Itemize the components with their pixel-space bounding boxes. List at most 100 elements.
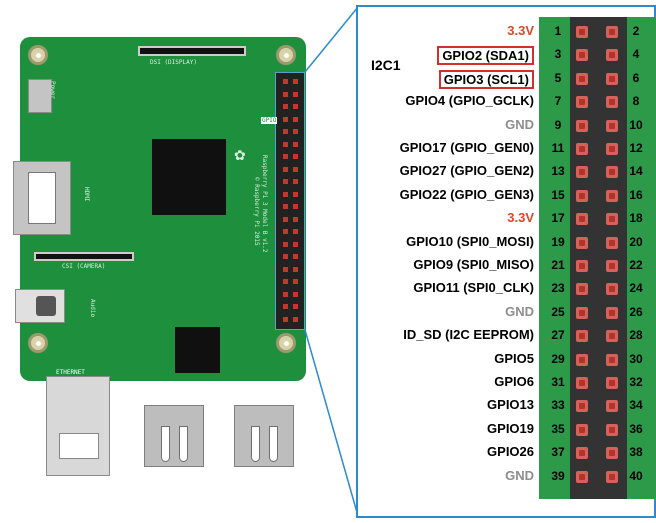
pin-label: GPIO5 (494, 350, 534, 366)
header-pin (293, 229, 298, 234)
pin-number-left: 21 (551, 258, 565, 272)
lan-chip (175, 327, 220, 373)
header-pin (293, 304, 298, 309)
pin-number-right: 38 (629, 445, 643, 460)
pin-pad-right (606, 353, 618, 366)
pin-pad-right (606, 213, 618, 226)
pin-label: GPIO19 (487, 420, 534, 436)
pin-pad-right (606, 49, 618, 62)
pin-label: GPIO10 (SPI0_MOSI) (406, 233, 534, 249)
pin-number-right: 8 (632, 94, 640, 109)
pin-pad-left (576, 72, 588, 85)
audio-jack (15, 289, 65, 323)
header-pin (283, 266, 288, 272)
header-pin (293, 279, 298, 284)
header-pin (293, 291, 298, 297)
pin-number-left: 27 (551, 328, 565, 343)
header-pin (293, 166, 298, 172)
header-pin (293, 79, 298, 84)
header-pin (283, 116, 288, 122)
pin-number-left: 5 (554, 70, 562, 85)
header-pin (283, 254, 288, 259)
pin-number-left: 23 (551, 281, 565, 296)
ethernet-port (46, 376, 110, 476)
pin-number-left: 11 (551, 141, 565, 155)
pin-pad-right (606, 306, 618, 319)
pin-number-right: 6 (632, 70, 640, 85)
pin-number-left: 25 (551, 304, 565, 319)
pin-number-left: 7 (554, 94, 562, 109)
header-pin (283, 304, 288, 309)
header-pin (293, 254, 298, 259)
dsi-label: DSI (DISPLAY) (150, 59, 197, 66)
pin-label: GPIO4 (GPIO_GCLK) (405, 93, 534, 109)
gpio-header (275, 72, 305, 330)
mount-hole-bottom-right (276, 333, 296, 353)
pin-pad-left (576, 400, 588, 413)
pin-number-right: 22 (629, 258, 643, 272)
header-pin (293, 179, 298, 184)
pin-label: GPIO3 (SCL1) (438, 69, 534, 89)
pin-number-left: 39 (551, 468, 565, 483)
pin-pad-right (606, 236, 618, 249)
pin-number-right: 32 (629, 375, 643, 389)
pin-pad-right (606, 377, 618, 389)
header-pin (283, 166, 288, 172)
pin-pad-right (606, 330, 618, 343)
pin-label: GND (505, 116, 534, 132)
pin-label: ID_SD (I2C EEPROM) (403, 327, 534, 343)
pin-number-right: 14 (629, 164, 643, 179)
pin-number-left: 29 (551, 351, 565, 366)
pin-number-left: 9 (554, 117, 562, 132)
pin-pad-left (576, 283, 588, 296)
pin-label: GND (505, 303, 534, 319)
pin-number-left: 3 (554, 47, 562, 62)
pin-number-right: 24 (629, 281, 643, 296)
pin-label: GPIO11 (SPI0_CLK) (413, 280, 534, 296)
pin-pad-right (606, 72, 618, 85)
pin-pad-right (606, 26, 618, 38)
pin-number-left: 15 (551, 187, 565, 202)
pin-pad-right (606, 423, 618, 436)
pin-label: GPIO13 (487, 397, 534, 413)
pin-number-left: 33 (551, 398, 565, 413)
pin-pad-right (606, 96, 618, 109)
pin-pad-right (606, 189, 618, 202)
pin-pad-left (576, 96, 588, 109)
header-pin (283, 179, 288, 184)
csi-label: CSI (CAMERA) (62, 263, 106, 270)
pin-label: 3.3V (507, 23, 534, 38)
pin-number-right: 4 (632, 47, 640, 62)
pin-pad-left (576, 166, 588, 179)
header-pin (283, 229, 288, 234)
pin-label: GPIO9 (SPI0_MISO) (413, 257, 534, 272)
mount-hole-top-right (276, 45, 296, 65)
pin-number-right: 36 (629, 421, 643, 436)
pin-number-right: 2 (632, 24, 640, 38)
pin-pad-left (576, 470, 588, 483)
pin-pad-left (576, 49, 588, 62)
pin-pad-right (606, 400, 618, 413)
header-pin (283, 204, 288, 209)
i2c-group-label: I2C1 (371, 57, 401, 73)
pin-pad-left (576, 236, 588, 249)
header-pin (293, 154, 298, 159)
pin-number-right: 18 (629, 211, 643, 226)
pin-number-right: 40 (629, 468, 643, 483)
gpio-label: GPIO (261, 117, 278, 124)
header-pin (283, 279, 288, 284)
ethernet-label: ETHERNET (56, 369, 85, 376)
header-pin (283, 241, 288, 247)
usb-right-label: USB 2x (246, 394, 268, 401)
header-pin (283, 191, 288, 197)
usb-port-right (234, 405, 294, 467)
header-pin (293, 104, 298, 109)
header-pin (293, 91, 298, 97)
pin-number-right: 28 (629, 328, 643, 343)
pin-number-left: 13 (551, 164, 565, 179)
pin-pad-right (606, 447, 618, 460)
raspberry-logo-icon: ✿ (234, 147, 246, 163)
mount-hole-top-left (28, 45, 48, 65)
header-pin (283, 291, 288, 297)
